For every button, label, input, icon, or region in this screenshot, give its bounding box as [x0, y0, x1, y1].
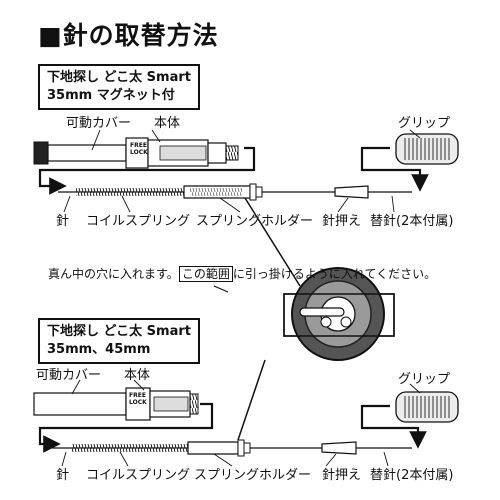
bottom-free-lock-label: FREE LOCK	[129, 392, 147, 406]
bottom-label-cover: 可動カバー	[36, 368, 102, 383]
top-label-body: 本体	[154, 116, 181, 131]
top-model-box: 下地探し どこ太 Smart 35mm マグネット付	[38, 64, 200, 110]
top-arrow-grip	[360, 146, 429, 192]
top-model-name: 下地探し どこ太 Smart	[47, 70, 191, 85]
bottom-movable-cover	[33, 392, 127, 416]
bottom-label-needle: 針	[56, 468, 70, 483]
instruction-text: 真ん中の穴に入れます。この範囲に引っ掛けるように入れてください。	[48, 266, 436, 282]
bottom-label-coil-spring: コイルスプリング	[86, 468, 191, 483]
magnifier-detail	[213, 197, 395, 441]
instruction-highlight: この範囲	[178, 266, 233, 282]
top-needle-presser	[334, 185, 369, 199]
page-title: ■針の取替方法	[38, 21, 219, 50]
top-label-grip: グリップ	[398, 116, 451, 131]
bottom-coil-spring	[72, 444, 188, 452]
top-label-needle-presser: 針押え	[322, 214, 362, 229]
top-free-lock-label: FREE LOCK	[130, 142, 148, 156]
top-label-spare-needle: 替針(2本付属)	[370, 214, 454, 229]
bottom-label-grip: グリップ	[398, 372, 451, 387]
instruction-after: に引っ掛けるように入れてください。	[232, 267, 437, 281]
bottom-spring-holder	[187, 441, 239, 455]
bottom-label-needle-presser: 針押え	[322, 468, 362, 483]
bottom-body-front	[125, 387, 151, 421]
top-body-thread	[225, 145, 239, 161]
bottom-model-name: 下地探し どこ太 Smart	[47, 324, 191, 339]
bottom-needle-presser	[321, 441, 357, 455]
top-cover-cap	[33, 141, 49, 165]
top-tool-assembly	[33, 133, 459, 201]
top-label-cover: 可動カバー	[66, 116, 132, 131]
free-text: FREE	[129, 392, 146, 399]
top-movable-cover	[47, 144, 127, 162]
instruction-before: 真ん中の穴に入れます。	[48, 267, 179, 281]
top-label-needle: 針	[56, 214, 70, 229]
bottom-model-variant: 35mm、45mm	[47, 342, 151, 357]
bottom-label-spring-holder: スプリングホルダー	[194, 468, 312, 483]
top-label-coil-spring: コイルスプリング	[86, 214, 191, 229]
bottom-arrow-body	[38, 402, 214, 453]
top-label-spring-holder: スプリングホルダー	[196, 214, 314, 229]
lock-text: LOCK	[130, 149, 148, 156]
top-arrow-body	[38, 146, 256, 195]
bottom-label-body: 本体	[124, 368, 151, 383]
bottom-model-box: 下地探し どこ太 Smart 35mm、45mm	[38, 318, 200, 364]
top-model-variant: 35mm マグネット付	[47, 88, 175, 103]
free-text: FREE	[130, 142, 147, 149]
lock-text: LOCK	[129, 399, 147, 406]
top-coil-spring	[76, 188, 184, 196]
bottom-arrow-grip	[360, 404, 427, 449]
magnified-needle	[299, 307, 345, 317]
bottom-tool-assembly	[33, 387, 459, 457]
bottom-label-spare-needle: 替針(2本付属)	[370, 468, 454, 483]
